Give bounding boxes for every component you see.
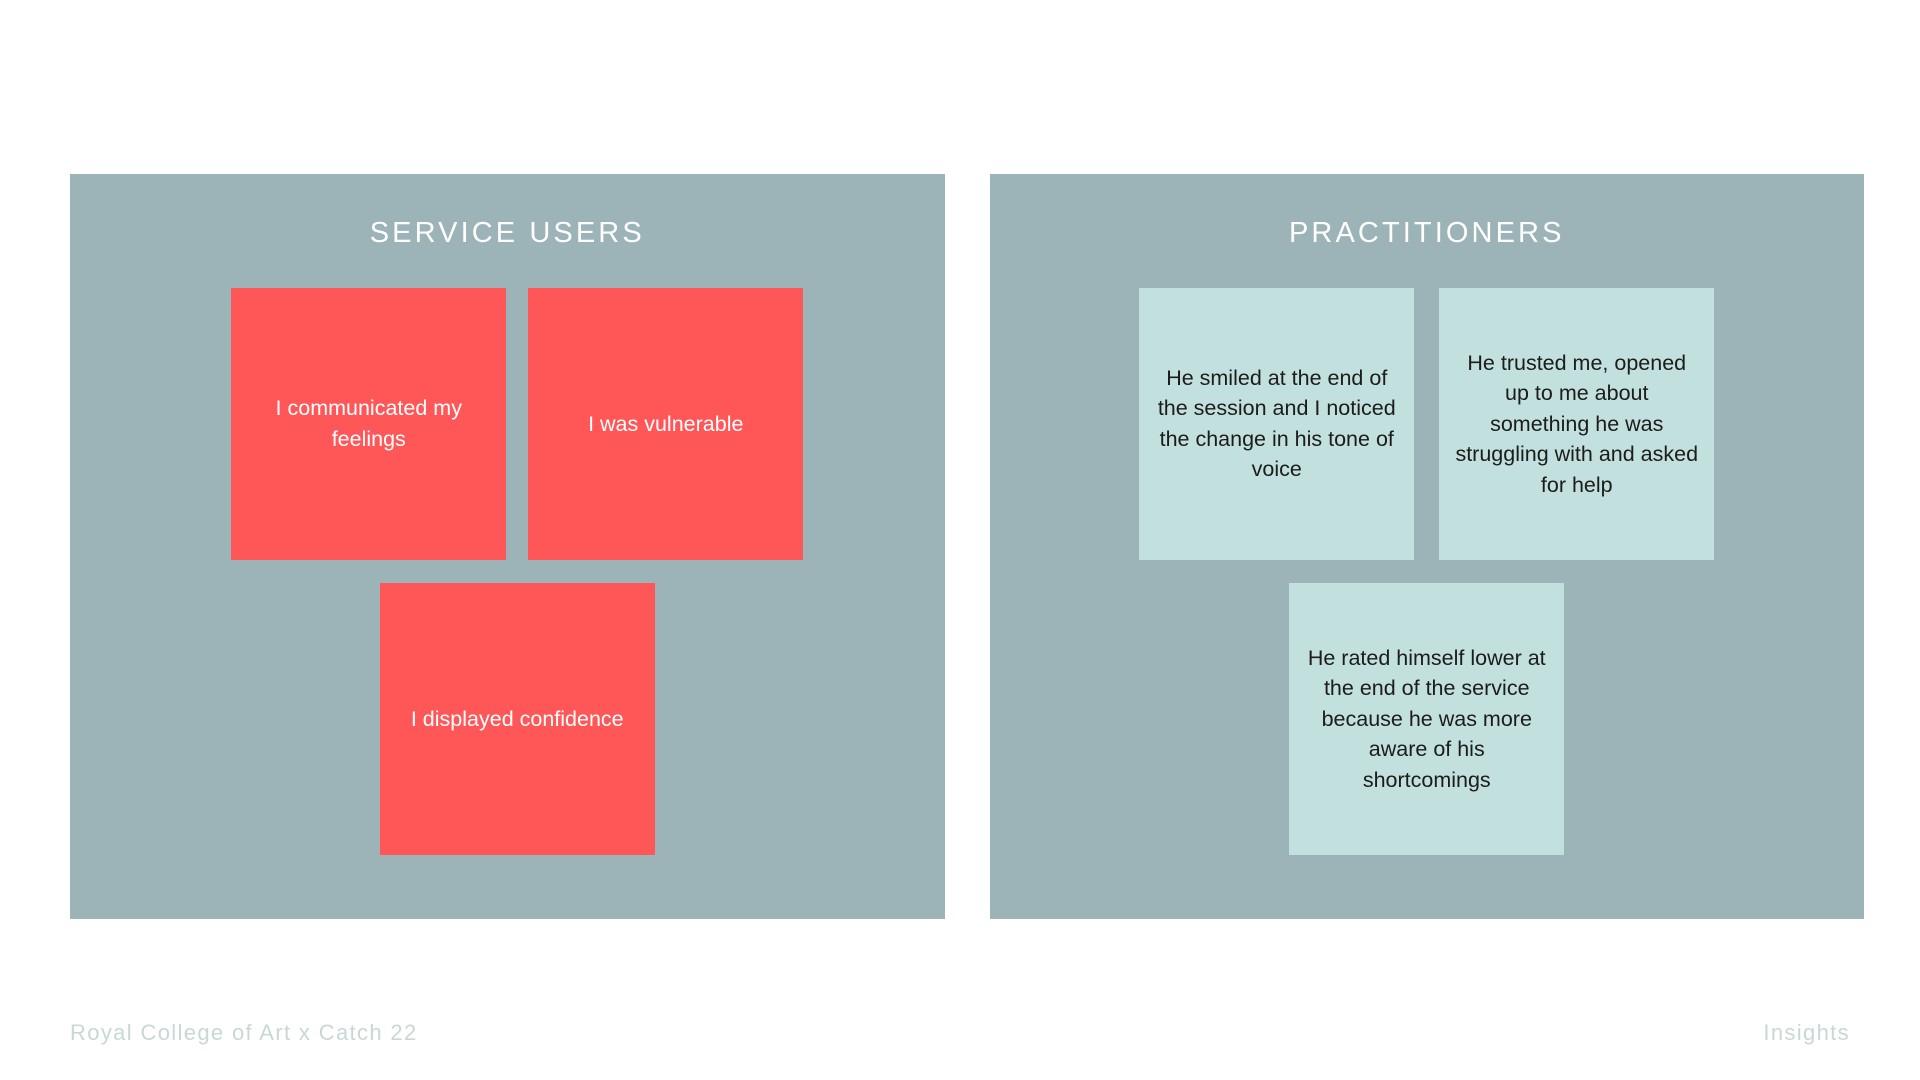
sticky-note-text: He rated himself lower at the end of the…	[1307, 645, 1546, 792]
sticky-note-text: He smiled at the end of the session and …	[1157, 365, 1396, 482]
notes-row-practitioners-top: He smiled at the end of the session and …	[1018, 287, 1837, 560]
sticky-note[interactable]: He trusted me, opened up to me about som…	[1439, 287, 1715, 560]
panel-practitioners: PRACTITIONERS He smiled at the end of th…	[989, 174, 1864, 919]
page-footer: Royal College of Art x Catch 22 Insights	[70, 1020, 1850, 1046]
notes-row-practitioners-bottom: He rated himself lower at the end of the…	[1018, 582, 1837, 855]
sticky-note[interactable]: I displayed confidence	[379, 582, 655, 855]
footer-credit: Royal College of Art x Catch 22	[70, 1020, 418, 1045]
notes-row-service-users-bottom: I displayed confidence	[98, 582, 917, 855]
panel-title-practitioners: PRACTITIONERS	[1288, 217, 1565, 249]
footer-section-label: Insights	[1763, 1020, 1850, 1045]
insights-board: SERVICE USERS I communicated my feelings…	[70, 174, 1864, 919]
panel-title-service-users: SERVICE USERS	[369, 217, 645, 249]
sticky-note[interactable]: He rated himself lower at the end of the…	[1289, 582, 1565, 855]
sticky-note-text: I displayed confidence	[410, 706, 624, 731]
sticky-note-text: I communicated my feelings	[275, 396, 462, 451]
sticky-note-text: I was vulnerable	[588, 411, 744, 436]
panel-service-users: SERVICE USERS I communicated my feelings…	[70, 174, 945, 919]
sticky-note[interactable]: I was vulnerable	[528, 287, 804, 560]
sticky-note[interactable]: I communicated my feelings	[231, 287, 507, 560]
sticky-note-text: He trusted me, opened up to me about som…	[1455, 350, 1699, 497]
sticky-note[interactable]: He smiled at the end of the session and …	[1139, 287, 1415, 560]
notes-row-service-users-top: I communicated my feelings I was vulnera…	[98, 287, 917, 560]
